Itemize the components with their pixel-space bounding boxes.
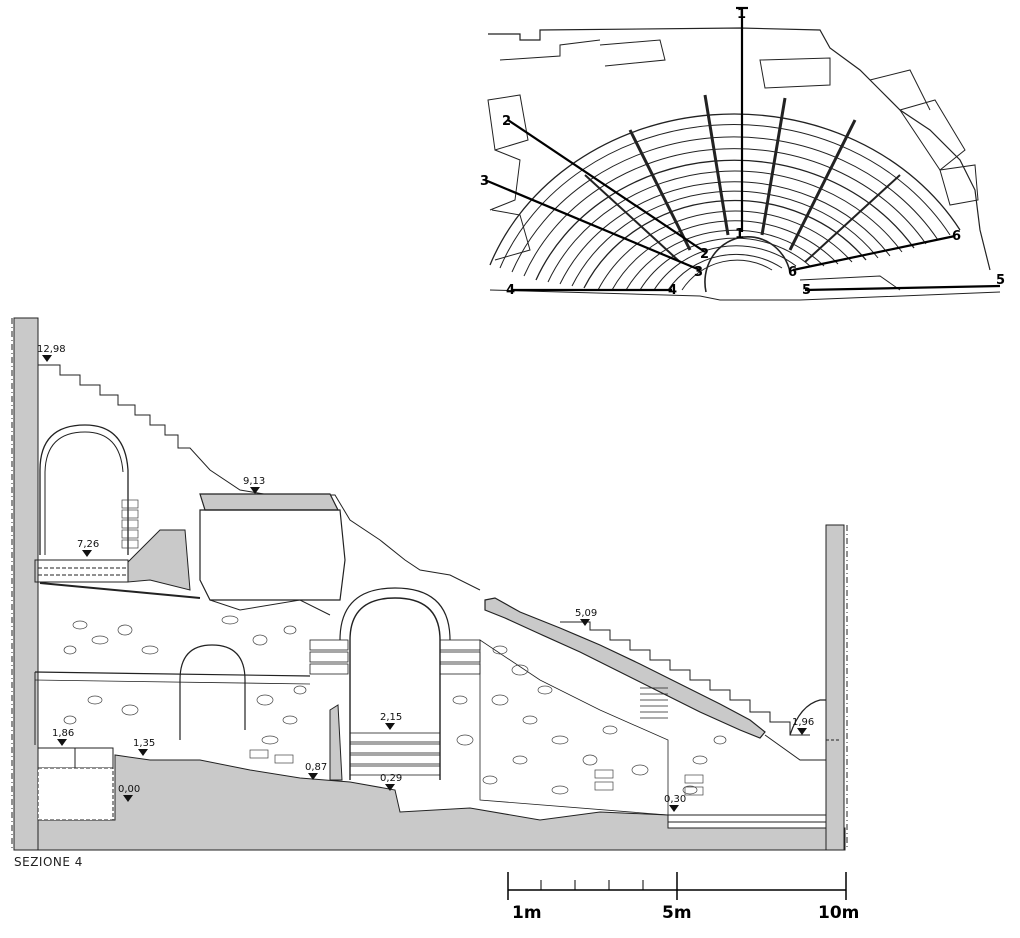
elevation-marker: 1,86 [52,728,74,746]
svg-text:7,26: 7,26 [77,539,99,550]
section-marker-3-left: 3 [480,174,489,189]
elevation-markers: 12,98 9,13 7,26 5,09 2,15 1,86 1,35 1,9 [37,344,814,812]
svg-text:0,29: 0,29 [380,773,402,784]
section-marker-4-right: 4 [668,283,677,298]
section-marker-6-left: 6 [788,265,797,280]
upper-vault [39,424,129,555]
rubble-texture [63,499,727,796]
elevation-marker: 1,35 [133,738,155,756]
section-line-3 [484,178,701,272]
right-steps [560,621,810,736]
section-marker-1-bottom: 1 [735,227,744,242]
diagonal-beam [39,582,201,599]
svg-text:12,98: 12,98 [37,344,66,355]
section-cut-lines [484,6,1001,292]
left-wall-pier [13,317,39,851]
section-line-5 [804,284,1001,292]
svg-text:0,30: 0,30 [664,794,686,805]
elevation-marker: 2,15 [380,712,402,730]
theatre-plan [487,27,1001,301]
section-marker-5-right: 5 [996,273,1005,288]
elevation-marker: 12,98 [37,344,66,362]
section-markers: 1 1 2 2 3 3 4 4 5 5 6 6 [480,7,1005,298]
section-marker-4-left: 4 [506,283,515,298]
elevation-marker: 9,13 [243,476,265,494]
elevation-marker: 0,30 [664,794,686,812]
central-arch [349,597,441,780]
section-title: SEZIONE 4 [14,855,83,869]
section-drawing [11,317,848,851]
middle-block [199,509,346,601]
svg-text:1,96: 1,96 [792,717,814,728]
section-marker-2-left: 2 [502,114,511,129]
section-marker-3-right: 3 [694,265,703,280]
section-line-2 [507,119,706,253]
section-marker-6-right: 6 [952,229,961,244]
upper-slab [199,493,339,511]
section-marker-2-right: 2 [700,247,709,262]
elevation-marker: 0,00 [118,784,140,802]
section-marker-1-top: 1 [737,7,746,22]
svg-text:1,35: 1,35 [133,738,155,749]
section-marker-5-left: 5 [802,283,811,298]
elevation-marker: 7,26 [77,539,99,557]
scale-bar [507,872,847,900]
svg-text:0,00: 0,00 [118,784,140,795]
elevation-marker: 0,87 [305,762,327,780]
svg-text:5,09: 5,09 [575,608,597,619]
section-line-6 [792,234,956,272]
svg-text:0,87: 0,87 [305,762,327,773]
masonry-patch [640,687,668,719]
wedge-fill [127,529,191,591]
elevation-marker: 1,96 [792,717,814,735]
svg-text:1,86: 1,86 [52,728,74,739]
elevation-marker: 0,29 [380,773,402,791]
elevation-marker: 5,09 [575,608,597,626]
ground-fill [13,754,846,851]
svg-text:2,15: 2,15 [380,712,402,723]
right-wall-pier [825,524,845,851]
lower-left-arch [179,644,246,740]
svg-text:9,13: 9,13 [243,476,265,487]
diagonal-ramp [484,597,766,739]
scale-label-10m: 10m [818,903,859,923]
upper-steps [38,364,481,591]
left-foundation [37,767,114,821]
scale-label-1m: 1m [512,903,542,923]
scale-label-5m: 5m [662,903,692,923]
